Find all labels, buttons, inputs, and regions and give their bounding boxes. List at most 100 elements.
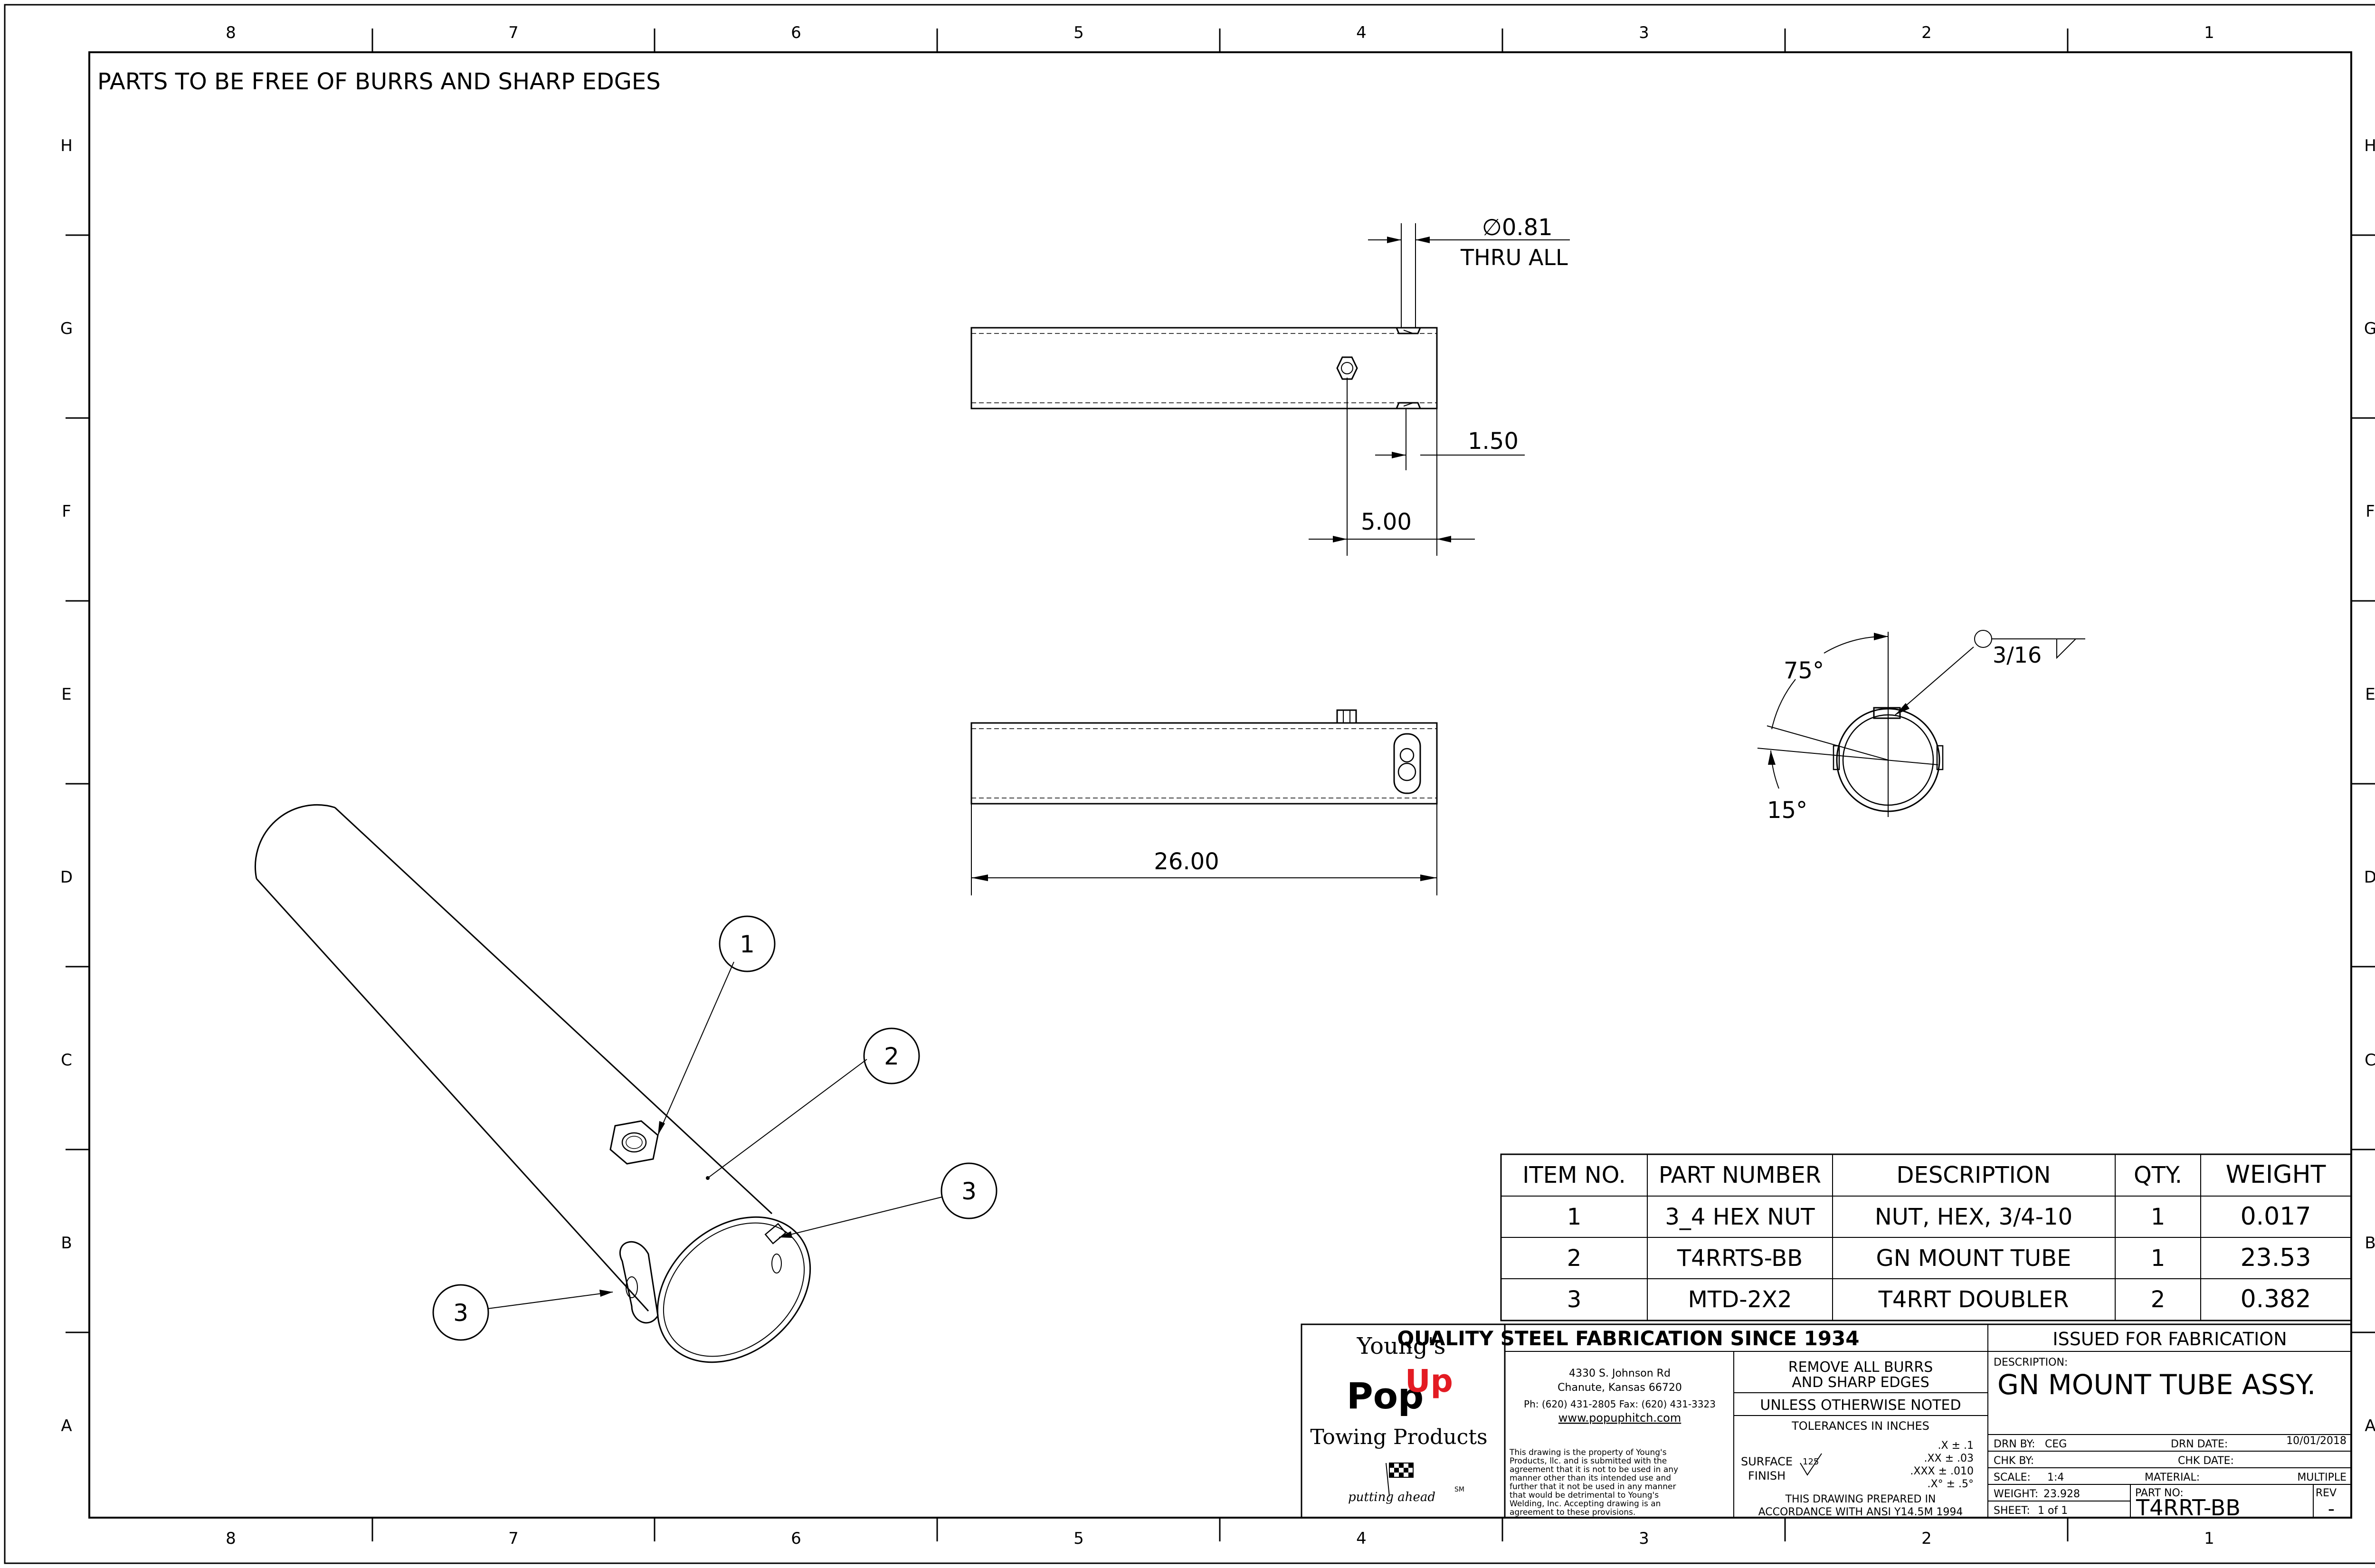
outer-border [4, 4, 2375, 1564]
zone-col-top: 4 [1356, 23, 1367, 42]
chk-by-label: CHK BY: [1994, 1455, 2034, 1467]
tolerance-line: .XX ± .03 [1924, 1453, 1974, 1464]
legal-line: Products, llc. and is submitted with the [1510, 1456, 1667, 1466]
rev-value: - [2328, 1498, 2335, 1520]
front-view: 26.00 [970, 709, 1438, 895]
chk-date-label: CHK DATE: [2178, 1455, 2234, 1467]
balloon-1 [719, 915, 776, 972]
zone-row-left: A [61, 1416, 72, 1435]
website-link[interactable]: www.popuphitch.com [1558, 1411, 1682, 1425]
zone-row-left: G [60, 319, 73, 338]
address-line-1: 4330 S. Johnson Rd [1569, 1368, 1671, 1379]
zone-col-top: 6 [791, 23, 801, 42]
angle-15: 15° [1767, 797, 1807, 824]
zone-row-left: D [60, 868, 73, 887]
sheet-label: SHEET: [1994, 1505, 2030, 1517]
bom-cell: 0.017 [2241, 1202, 2311, 1231]
logo-pop: Pop [1347, 1375, 1424, 1417]
hex-nut-top [1336, 356, 1358, 380]
drn-date-label: DRN DATE: [2171, 1438, 2228, 1450]
balloon-1-label: 1 [740, 931, 755, 958]
material-label: MATERIAL: [2145, 1472, 2200, 1483]
zone-col-bottom: 7 [508, 1529, 519, 1548]
finish-value: 125 [1803, 1457, 1819, 1467]
tolerance-line: .XXX ± .010 [1910, 1465, 1974, 1477]
zone-col-bottom: 3 [1639, 1529, 1649, 1548]
drn-date-value: 10/01/2018 [2286, 1435, 2346, 1447]
balloon-2 [863, 1027, 920, 1084]
phone-fax: Ph: (620) 431-2805 Fax: (620) 431-3323 [1524, 1398, 1716, 1410]
legal-line: manner other than its intended use and [1510, 1473, 1671, 1483]
iso-doubler-2 [764, 1223, 787, 1245]
zone-row-right: D [2364, 868, 2375, 887]
bom-cell: T4RRTS-BB [1677, 1245, 1803, 1272]
title-block: Young's Pop Up Towing Products putting a… [1301, 1323, 2352, 1520]
legal-line: further that it not be used in any manne… [1510, 1482, 1676, 1492]
part-no-label: PART NO: [2135, 1487, 2184, 1499]
bom-cell: 3_4 HEX NUT [1665, 1204, 1815, 1230]
bom-cell: 2 [1567, 1245, 1582, 1272]
zone-col-bottom: 2 [1921, 1529, 1932, 1548]
logo-up: Up [1405, 1363, 1453, 1399]
tolerance-line: .X° ± .5° [1928, 1478, 1974, 1490]
zone-col-bottom: 5 [1074, 1529, 1084, 1548]
bom-cell: T4RRT DOUBLER [1878, 1286, 2069, 1313]
tolerance-line: .X ± .1 [1938, 1440, 1974, 1452]
bom-header-qty: QTY. [2134, 1162, 2182, 1188]
iso-hex-nut [609, 1120, 659, 1165]
zone-row-left: E [61, 685, 71, 704]
zone-row-right: G [2364, 319, 2375, 338]
zone-col-top: 5 [1074, 23, 1084, 42]
prepared-line-2: ACCORDANCE WITH ANSI Y14.5M 1994 [1758, 1506, 1963, 1518]
bom-cell: 3 [1567, 1286, 1582, 1313]
balloon-3b-label: 3 [453, 1299, 468, 1327]
zone-col-top: 7 [508, 23, 519, 42]
bom-header-desc: DESCRIPTION [1897, 1162, 2051, 1188]
bom-cell: 1 [2151, 1204, 2166, 1230]
remove-burrs-2: AND SHARP EDGES [1792, 1374, 1929, 1391]
balloon-3a [940, 1162, 998, 1219]
bom-cell: 2 [2151, 1286, 2166, 1313]
weld-size: 3/16 [1993, 642, 2042, 668]
doubler-front [1393, 733, 1421, 794]
surface-label: SURFACE [1741, 1455, 1793, 1468]
scale-label: SCALE: [1994, 1472, 2031, 1483]
zone-row-right: H [2364, 136, 2375, 155]
sheet-value: 1 of 1 [2038, 1505, 2068, 1517]
hex-nut-front [1336, 709, 1357, 724]
zone-col-bottom: 1 [2204, 1529, 2214, 1548]
description-label: DESCRIPTION: [1994, 1357, 2068, 1368]
zone-row-left: B [61, 1234, 72, 1253]
doubler-top [1396, 327, 1421, 334]
bom-header-item: ITEM NO. [1522, 1162, 1625, 1188]
prepared-line-1: THIS DRAWING PREPARED IN [1785, 1493, 1936, 1505]
part-no-value: T4RRT-BB [2136, 1495, 2241, 1520]
zone-row-right: E [2365, 685, 2375, 704]
zone-labels: 8 7 6 5 4 3 2 1 8 7 6 5 4 3 2 1 H G F E … [60, 23, 2375, 1548]
dim-5-00: 5.00 [1361, 509, 1412, 535]
bom-header-part: PART NUMBER [1659, 1162, 1821, 1188]
dim-26-00: 26.00 [1154, 848, 1219, 875]
bom-cell: 0.382 [2241, 1285, 2311, 1313]
drn-by-value: CEG [2045, 1438, 2067, 1450]
zone-row-left: C [61, 1051, 72, 1070]
bom-cell: NUT, HEX, 3/4-10 [1875, 1204, 2072, 1230]
balloon-2-label: 2 [884, 1043, 899, 1070]
zone-row-left: H [60, 136, 73, 155]
issued-label: ISSUED FOR FABRICATION [2052, 1329, 2287, 1349]
material-value: MULTIPLE [2297, 1472, 2346, 1483]
zone-col-top: 3 [1639, 23, 1649, 42]
hole-dia-label: ∅0.81 [1482, 214, 1553, 241]
bom-cell: 23.53 [2241, 1244, 2311, 1272]
dim-1-50: 1.50 [1468, 428, 1519, 455]
end-view: 75° 15° 3/16 [1757, 630, 2085, 824]
zone-row-right: B [2365, 1234, 2375, 1253]
checkered-flag-icon [1386, 1463, 1414, 1497]
end-view-nut [1873, 707, 1901, 719]
zone-row-left: F [62, 502, 71, 521]
tube-top-outline [970, 327, 1438, 409]
zone-col-bottom: 4 [1356, 1529, 1367, 1548]
legal-line: This drawing is the property of Young's [1509, 1448, 1667, 1457]
iso-near-end [656, 1216, 811, 1363]
